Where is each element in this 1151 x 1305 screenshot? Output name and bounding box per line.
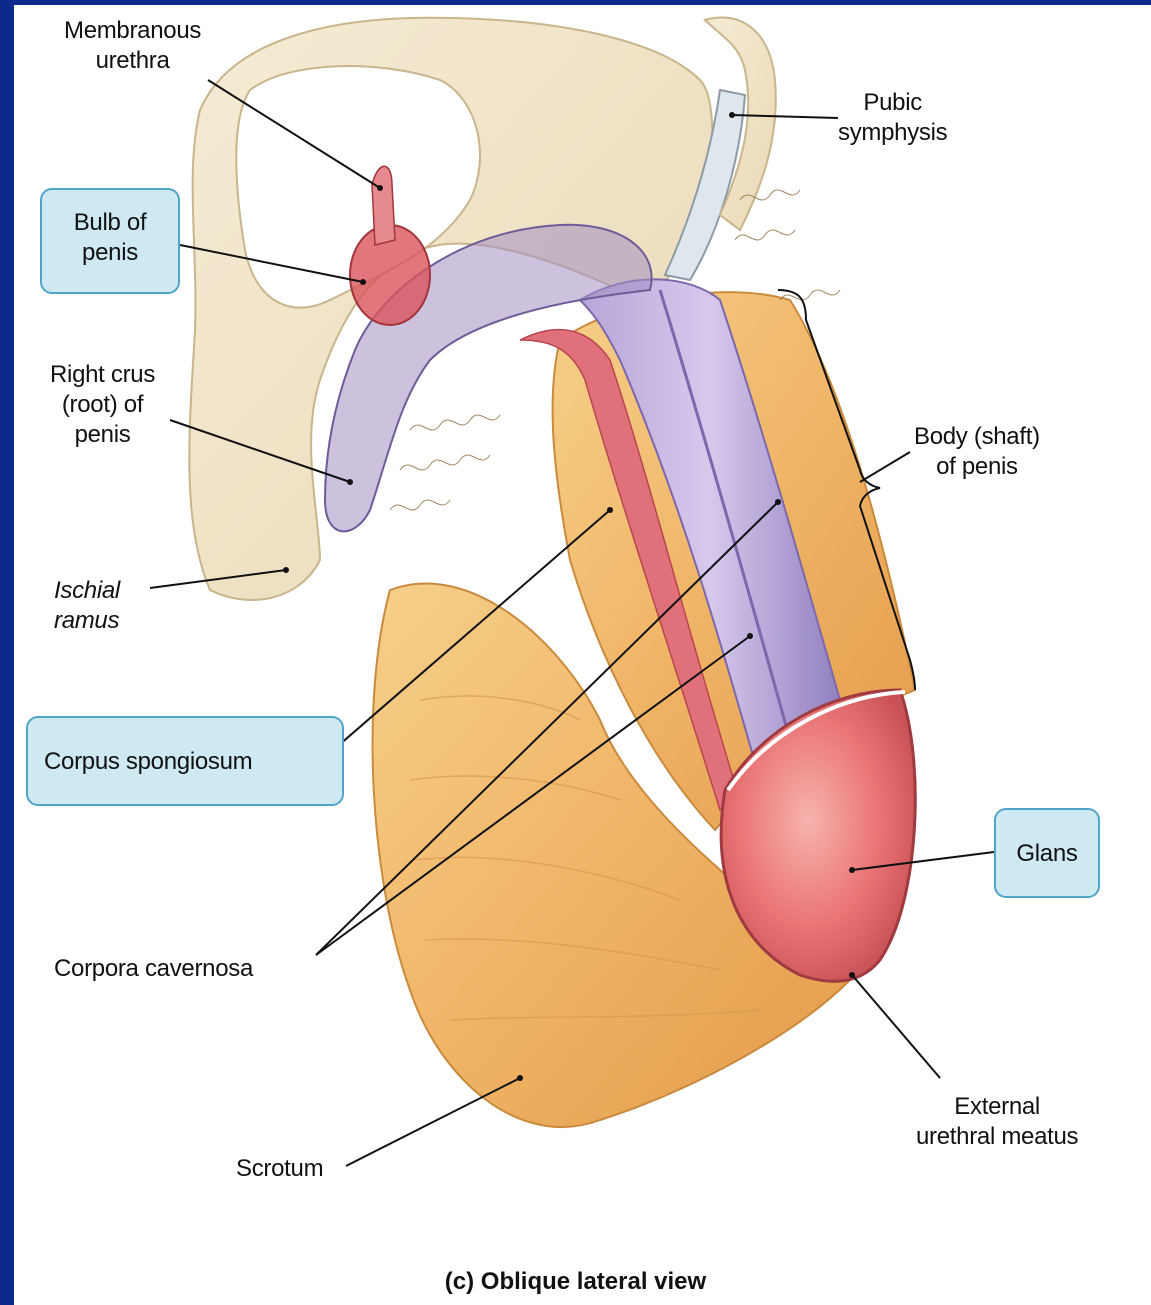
label-line: Bulb of: [42, 208, 178, 238]
label-line: Body (shaft): [914, 422, 1040, 452]
label-glans: Glans: [996, 839, 1098, 869]
label-line: External: [916, 1092, 1078, 1122]
label-line: penis: [50, 420, 155, 450]
leader-body-shaft: [860, 452, 910, 482]
label-corpus-spongiosum: Corpus spongiosum: [44, 747, 342, 777]
highlight-box-corpus-spongiosum: Corpus spongiosum: [26, 716, 344, 806]
label-line: Pubic: [838, 88, 947, 118]
label-corpora-cavernosa: Corpora cavernosa: [54, 954, 253, 984]
label-line: symphysis: [838, 118, 947, 148]
label-line: of penis: [914, 452, 1040, 482]
label-right-crus: Right crus (root) of penis: [50, 360, 155, 450]
leader-meatus: [852, 975, 940, 1078]
highlight-box-glans: Glans: [994, 808, 1100, 898]
label-line: ramus: [54, 606, 120, 636]
label-line: urethral meatus: [916, 1122, 1078, 1152]
label-line: Right crus: [50, 360, 155, 390]
label-line: Membranous: [64, 16, 201, 46]
label-line: (root) of: [50, 390, 155, 420]
leader-scrotum: [346, 1078, 520, 1166]
label-bulb-of-penis: Bulb of penis: [42, 208, 178, 268]
figure-caption: (c) Oblique lateral view: [0, 1268, 1151, 1296]
label-membranous-urethra: Membranous urethra: [64, 16, 201, 76]
label-ischial-ramus: Ischial ramus: [54, 576, 120, 636]
label-pubic-symphysis: Pubic symphysis: [838, 88, 947, 148]
label-line: penis: [42, 238, 178, 268]
label-line: urethra: [64, 46, 201, 76]
membranous-urethra-shape: [372, 166, 395, 245]
label-scrotum: Scrotum: [236, 1154, 323, 1184]
label-line: Ischial: [54, 576, 120, 606]
highlight-box-bulb-of-penis: Bulb of penis: [40, 188, 180, 294]
label-body-shaft: Body (shaft) of penis: [914, 422, 1040, 482]
label-external-urethral-meatus: External urethral meatus: [916, 1092, 1078, 1152]
